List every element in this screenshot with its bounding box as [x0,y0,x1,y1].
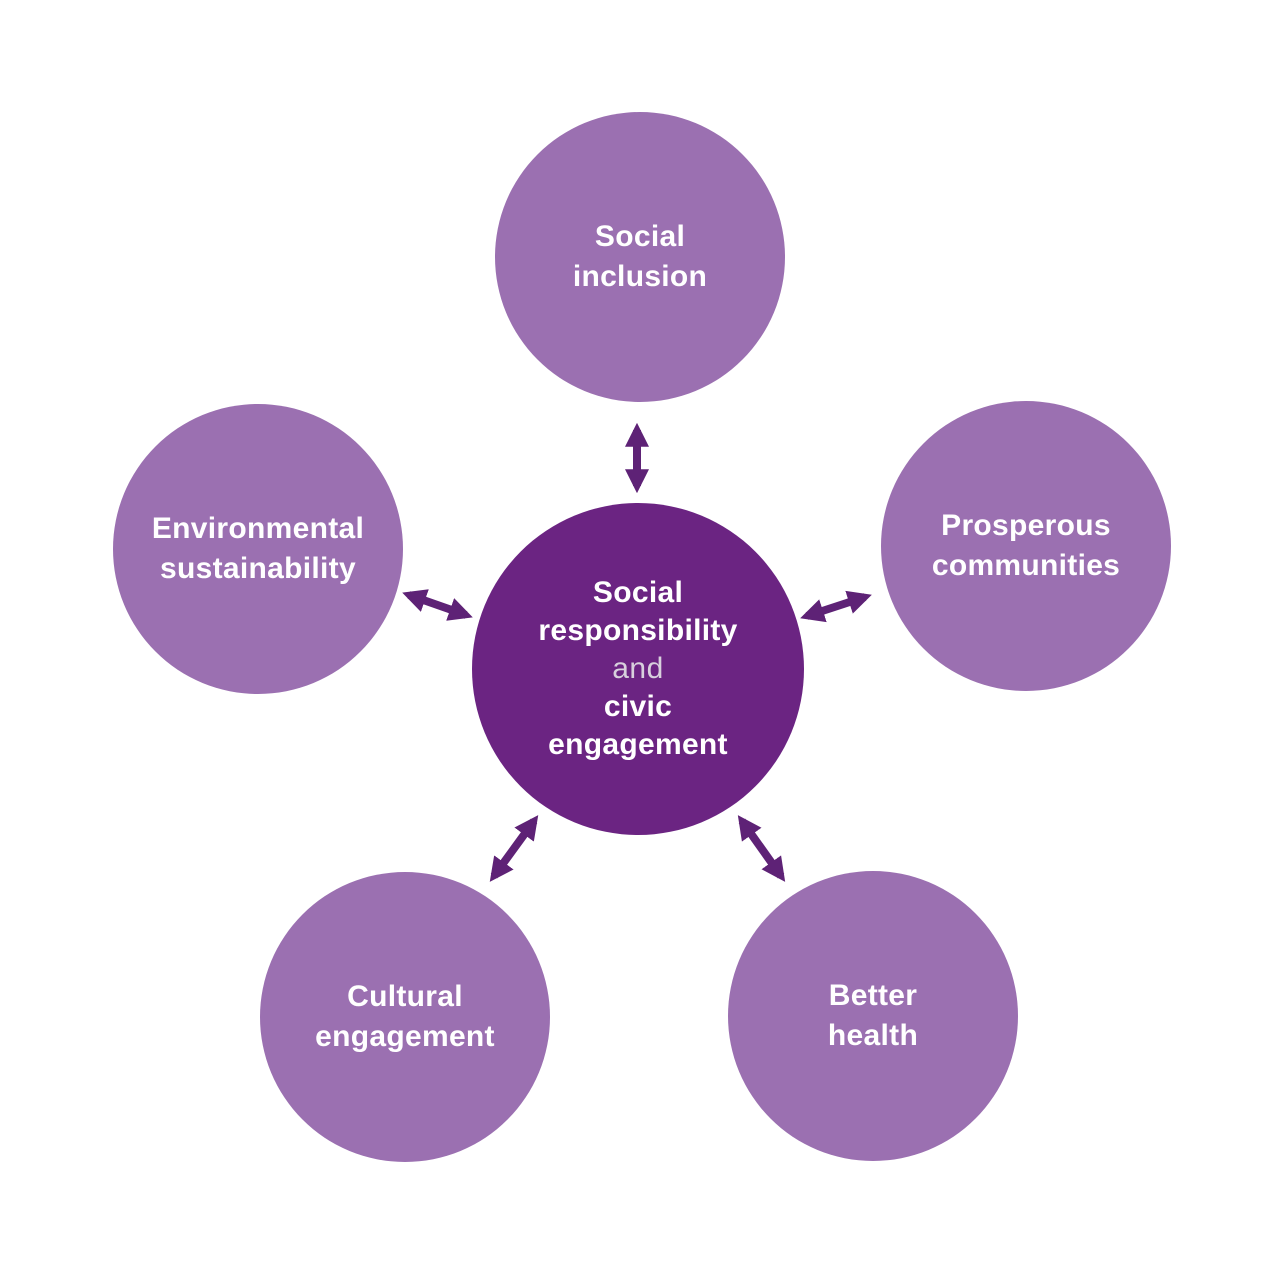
satellite-label-line: health [827,1019,919,1052]
node-cultural-engagement: Cultural engagement [260,872,550,1162]
satellite-label-line: communities [931,549,1121,582]
satellite-label-line: Better [828,979,918,1012]
double-arrow-icon-bottom-left [489,815,539,882]
center-label-line-and: and [612,652,664,685]
node-better-health: Better health [728,871,1018,1161]
satellite-node-label: Social inclusion [573,217,707,297]
double-arrow-icon-bottom-right [737,815,786,882]
satellite-label-line: sustainability [160,552,356,585]
satellite-label-line: inclusion [572,260,708,293]
center-label-line: engagement [548,728,728,761]
satellite-node-label: Better health [828,976,918,1056]
center-label-line: Social [592,576,684,609]
satellite-label-line: engagement [315,1020,495,1053]
satellite-label-line: Cultural [347,980,463,1013]
node-center-social-responsibility: Social responsibility and civic engageme… [472,503,804,835]
satellite-node-label: Cultural engagement [315,977,495,1057]
node-prosperous-communities: Prosperous communities [881,401,1171,691]
double-arrow-icon-right [800,590,872,623]
satellite-label-line: Social [594,220,686,253]
center-label-line: responsibility [538,614,738,647]
center-node-label: Social responsibility and civic engageme… [538,574,737,764]
satellite-label-line: Prosperous [941,509,1111,542]
node-social-inclusion: Social inclusion [495,112,785,402]
satellite-node-label: Prosperous communities [932,506,1120,586]
center-label-line: civic [603,690,673,723]
node-environmental-sustainability: Environmental sustainability [113,404,403,694]
double-arrow-icon-left [402,589,473,621]
satellite-node-label: Environmental sustainability [152,509,364,589]
satellite-label-line: Environmental [151,512,365,545]
